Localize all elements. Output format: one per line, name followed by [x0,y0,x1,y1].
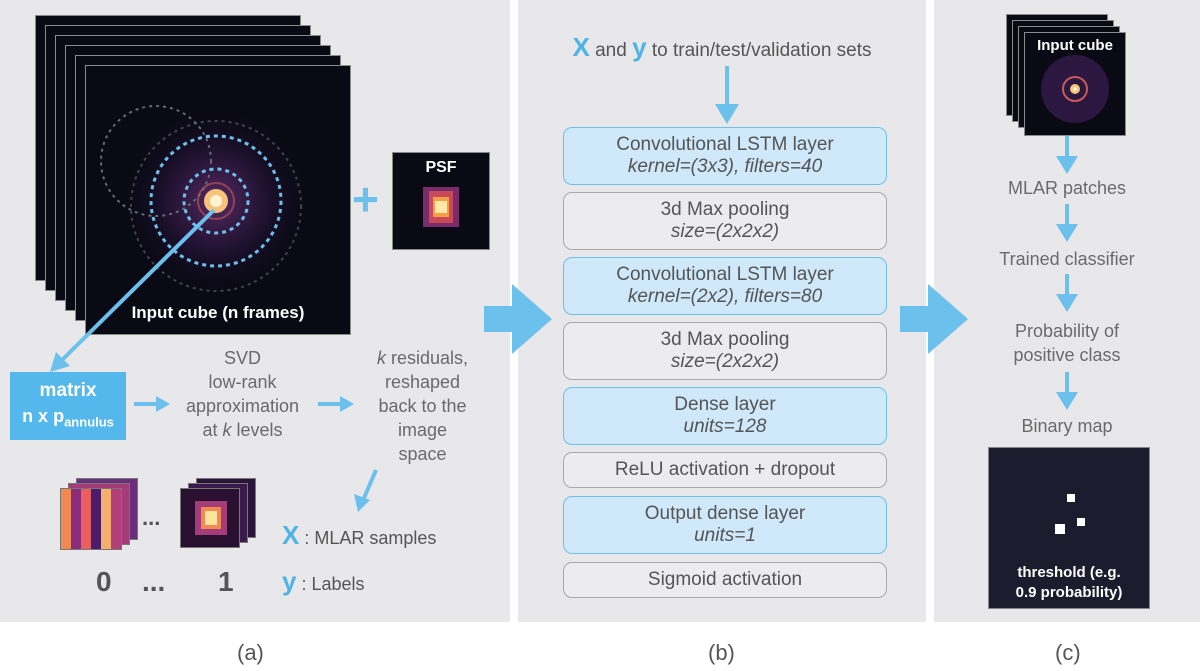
mlar-sample-negative [60,478,140,550]
matrix-box: matrix n x pannulus [10,372,126,440]
svd-line-3: approximation [185,396,300,416]
layer-maxpool-2: 3d Max pooling size=(2x2x2) [563,322,887,380]
dots-between-samples: ... [142,505,161,530]
x-symbol: X [282,520,300,550]
c-cube-svg [1041,55,1109,123]
residual-line-3: back to the [378,396,467,416]
matrix-line2-sub: annulus [64,414,114,430]
binary-pixel-2 [1077,518,1085,526]
residual-line-1: k residuals, [376,348,469,368]
mlar-sample-positive [180,478,260,548]
panel-a-arrows [50,208,378,512]
matrix-line1: matrix [39,380,97,401]
threshold-line2: 0.9 probability) [1015,584,1123,601]
svd-line-1: SVD [223,348,261,368]
threshold-line1: threshold (e.g. [1017,564,1121,581]
residual-line-5: space [398,444,447,464]
layer-6-title: ReLU activation + dropout [614,459,836,480]
layer-5-params: units=128 [683,416,767,437]
arrow-to-layers [715,66,739,124]
title-rest: to train/test/validation sets [646,40,872,61]
label-zero: 0 [96,566,112,597]
step-trained-classifier: Trained classifier [999,249,1135,269]
title-and: and [589,40,633,61]
input-cube-label: Input cube (n frames) [131,303,305,322]
psf-image: PSF [392,152,490,250]
matrix-line2-prefix: n x p [22,406,65,426]
layer-3-params: kernel=(2x2), filters=80 [627,286,823,307]
residual-text: k residuals, reshaped back to the image … [355,346,490,466]
layer-2-params: size=(2x2x2) [670,221,780,242]
layer-relu-dropout: ReLU activation + dropout [563,452,887,488]
x-text: : MLAR samples [304,528,437,548]
cube-image-svg [100,105,311,296]
arrow-a-to-b [484,284,552,354]
caption-b: (b) [708,640,735,665]
layer-convlstm-1: Convolutional LSTM layer kernel=(3x3), f… [563,127,887,185]
c-input-cube-label: Input cube [1037,37,1113,54]
input-cube-image: Input cube (n frames) [85,65,351,335]
panel-c-arrows [1056,136,1078,410]
residual-line-2: reshaped [384,372,461,392]
plus-sign: + [352,173,379,225]
y-text: : Labels [301,574,365,594]
y-symbol: y [282,566,297,596]
svd-line-4: at k levels [202,420,283,440]
layer-sigmoid: Sigmoid activation [563,562,887,598]
svd-line-2: low-rank [208,372,277,392]
x-legend: X : MLAR samples [282,520,436,551]
step-binary-map: Binary map [1021,416,1113,436]
y-legend: y : Labels [282,566,365,597]
step-mlar-patches: MLAR patches [1007,178,1127,198]
title-y-symbol: y [632,32,647,62]
svd-text: SVD low-rank approximation at k levels [170,346,315,442]
layer-4-params: size=(2x2x2) [670,351,780,372]
layer-2-title: 3d Max pooling [660,199,790,220]
residual-line-4: image [397,420,448,440]
layer-7-params: units=1 [694,525,756,546]
layer-4-title: 3d Max pooling [660,329,790,350]
binary-pixel-1 [1067,494,1075,502]
label-dots: ... [142,566,166,597]
caption-c: (c) [1055,640,1081,665]
layer-5-title: Dense layer [674,394,776,415]
arrow-b-to-c [900,284,968,354]
panel-b-title: X and y to train/test/validation sets [518,32,926,63]
layer-output-dense: Output dense layer units=1 [563,496,887,554]
layer-8-title: Sigmoid activation [647,569,803,590]
layer-maxpool-1: 3d Max pooling size=(2x2x2) [563,192,887,250]
title-x-symbol: X [572,32,590,62]
layer-1-title: Convolutional LSTM layer [616,134,834,155]
layer-dense: Dense layer units=128 [563,387,887,445]
layer-convlstm-2: Convolutional LSTM layer kernel=(2x2), f… [563,257,887,315]
binary-map-image: threshold (e.g. 0.9 probability) [988,447,1150,609]
step-probability-line1: Probability of [1014,321,1120,341]
layer-3-title: Convolutional LSTM layer [616,264,834,285]
psf-svg [423,187,459,227]
step-probability-line2: positive class [1013,345,1121,365]
label-one: 1 [218,566,234,597]
binary-pixel-3 [1055,524,1065,534]
caption-a: (a) [237,640,264,665]
c-input-cube-image: Input cube [1024,32,1126,136]
layer-1-params: kernel=(3x3), filters=40 [627,156,823,177]
matrix-line2: n x pannulus [10,406,126,430]
layer-7-title: Output dense layer [644,503,806,524]
psf-label: PSF [425,159,457,176]
